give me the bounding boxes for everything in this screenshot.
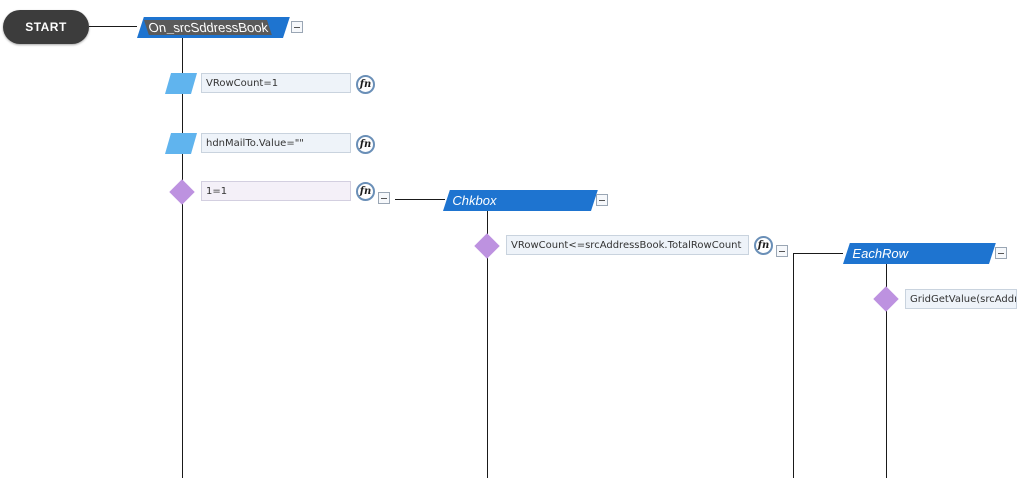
- statement-assign-hdnmailto[interactable]: hdnMailTo.Value="": [201, 133, 351, 153]
- fn-icon[interactable]: fn: [754, 236, 773, 255]
- eachrow-flow-line: [886, 264, 887, 478]
- connector-to-eachrow: [793, 253, 843, 254]
- condition-shape[interactable]: [474, 233, 500, 259]
- statement-assign-vrowcount[interactable]: VRowCount=1: [201, 73, 351, 93]
- fn-icon[interactable]: fn: [356, 182, 375, 201]
- connector-drop-eachrow: [793, 253, 794, 478]
- collapse-icon[interactable]: [776, 245, 788, 257]
- statement-condition-gridgetvalue[interactable]: GridGetValue(srcAddr: [905, 289, 1017, 309]
- statement-condition-1eq1[interactable]: 1=1: [201, 181, 351, 201]
- main-flow-line: [182, 37, 183, 478]
- function-name: EachRow: [852, 246, 909, 261]
- chkbox-flow-line: [487, 211, 488, 478]
- collapse-icon[interactable]: [291, 21, 303, 33]
- statement-condition-vrowcount[interactable]: VRowCount<=srcAddressBook.TotalRowCount: [506, 235, 749, 255]
- condition-shape[interactable]: [873, 286, 899, 312]
- function-header-eachrow[interactable]: EachRow: [843, 243, 996, 264]
- collapse-icon[interactable]: [378, 192, 390, 204]
- function-name: Chkbox: [452, 193, 497, 208]
- collapse-icon[interactable]: [995, 247, 1007, 259]
- condition-shape[interactable]: [169, 179, 195, 205]
- function-name: On_srcSddressBook: [143, 20, 273, 35]
- collapse-icon[interactable]: [596, 194, 608, 206]
- fn-icon[interactable]: fn: [356, 135, 375, 154]
- connector-to-chkbox: [395, 199, 445, 200]
- assignment-shape[interactable]: [165, 73, 198, 94]
- assignment-shape[interactable]: [165, 133, 198, 154]
- start-label: START: [25, 20, 67, 34]
- fn-icon[interactable]: fn: [356, 75, 375, 94]
- start-node[interactable]: START: [3, 10, 89, 44]
- connector-start: [89, 26, 137, 27]
- function-header-chkbox[interactable]: Chkbox: [443, 190, 598, 211]
- function-header-on-srcsddressbook[interactable]: On_srcSddressBook: [137, 17, 290, 38]
